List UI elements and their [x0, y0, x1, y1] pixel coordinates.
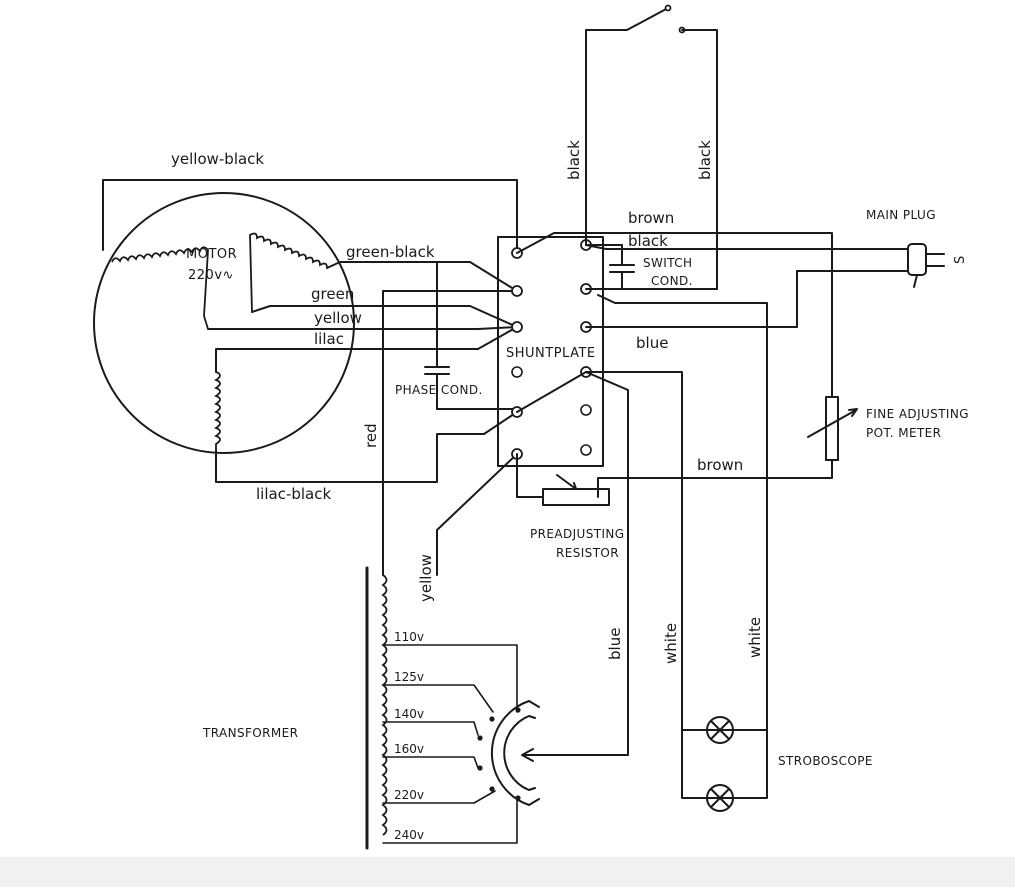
fine-adjust-label-1: FINE ADJUSTING	[866, 407, 969, 421]
motor-title: MOTOR	[186, 247, 237, 262]
main-plug	[907, 243, 945, 288]
label-lilac: lilac	[314, 330, 344, 348]
label-yellow-vertical: yellow	[417, 554, 435, 602]
switch-circuit: SWITCH COND.	[585, 4, 718, 290]
label-white-1: white	[662, 623, 680, 664]
lamp-icon	[706, 784, 734, 812]
label-lilac-black: lilac-black	[256, 485, 331, 503]
terminal-l2	[511, 285, 523, 297]
shuntplate-box	[497, 236, 604, 467]
label-yellow-black: yellow-black	[171, 150, 264, 168]
preadjusting-resistor: PREADJUSTING RESISTOR	[516, 453, 625, 560]
terminal-r6	[580, 444, 592, 456]
stroboscope-label: STROBOSCOPE	[778, 754, 873, 768]
terminal-l3	[511, 321, 523, 333]
terminal-r5	[580, 404, 592, 416]
fine-adjust-pot: FINE ADJUSTING POT. METER	[597, 232, 969, 498]
switch-cond-label-2: COND.	[651, 274, 693, 288]
tap-220v: 220v	[394, 788, 424, 802]
motor-coil-aux	[213, 371, 221, 450]
tap-125v: 125v	[394, 670, 424, 684]
motor-coil-right	[249, 232, 328, 313]
fine-adjust-label-2: POT. METER	[866, 426, 941, 440]
motor-wires	[102, 179, 518, 576]
lamp-icon	[706, 716, 734, 744]
label-white-2: white	[746, 617, 764, 658]
tap-160v: 160v	[394, 742, 424, 756]
motor-housing	[93, 192, 355, 454]
phase-cond-label: PHASE COND.	[395, 383, 483, 397]
label-green: green	[311, 285, 354, 303]
stroboscope: STROBOSCOPE	[585, 371, 873, 812]
label-yellow: yellow	[314, 309, 362, 327]
label-blue: blue	[636, 334, 668, 352]
shuntplate-label: SHUNTPLATE	[506, 346, 596, 361]
tap-110v: 110v	[394, 630, 424, 644]
label-brown-bottom: brown	[697, 456, 743, 474]
wire-labels: yellow-black green-black green yellow li…	[171, 140, 764, 664]
terminal-l4	[511, 366, 523, 378]
motor: MOTOR 220v∿	[93, 192, 355, 454]
label-green-black: green-black	[346, 243, 435, 261]
main-plug-circuit: MAIN PLUG S	[585, 208, 968, 731]
footer-band	[0, 857, 1015, 887]
preadjust-label-2: RESISTOR	[556, 546, 619, 560]
label-black-top: black	[628, 232, 668, 250]
label-black-vertical-2: black	[696, 140, 714, 180]
preadjust-label-1: PREADJUSTING	[530, 527, 625, 541]
tap-140v: 140v	[394, 707, 424, 721]
tap-240v: 240v	[394, 828, 424, 842]
label-blue-vertical: blue	[606, 628, 624, 660]
transformer-coil	[381, 574, 388, 836]
switch-cond-label-1: SWITCH	[643, 256, 692, 270]
main-plug-label: MAIN PLUG	[866, 208, 936, 222]
transformer: 110v 125v 140v 160v 220v 240v TRANSFORME…	[202, 371, 629, 850]
transformer-label: TRANSFORMER	[202, 726, 298, 740]
motor-coil-left	[111, 246, 209, 330]
label-black-vertical-1: black	[565, 140, 583, 180]
motor-voltage: 220v∿	[188, 268, 234, 283]
shuntplate: SHUNTPLATE	[497, 232, 828, 467]
plug-symbol: S	[953, 255, 968, 264]
label-brown-top: brown	[628, 209, 674, 227]
label-red: red	[362, 423, 380, 448]
